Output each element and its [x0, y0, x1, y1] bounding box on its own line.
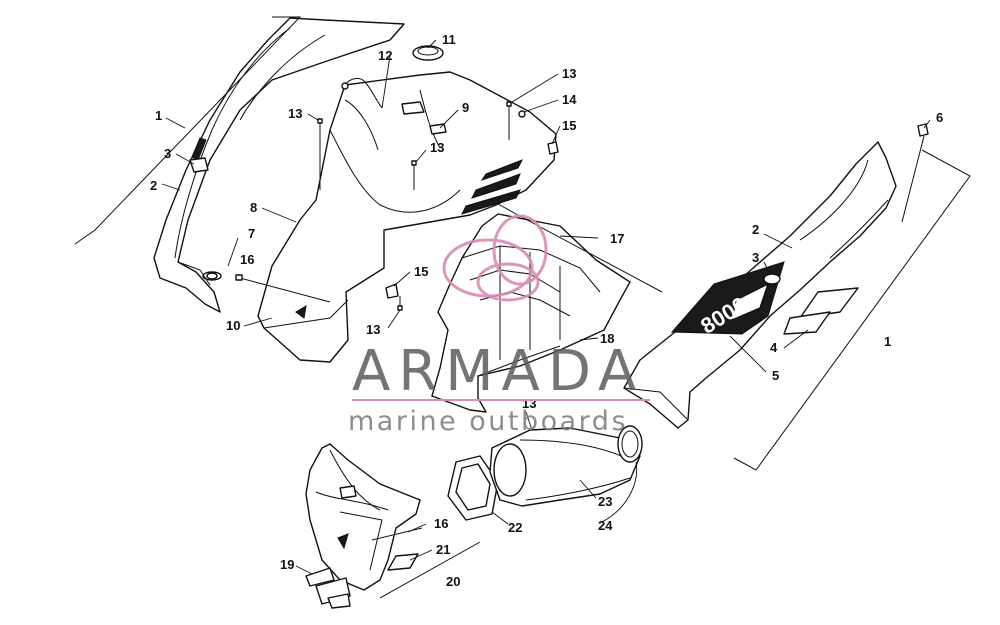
clip-15-b [385, 283, 399, 299]
callout-20: 20 [446, 574, 460, 589]
screw-13-b [506, 101, 512, 140]
decal-21 [387, 553, 419, 571]
upper-hood [257, 71, 557, 363]
gasket-11 [412, 45, 444, 61]
watermark-logo-mark [442, 214, 548, 302]
callout-13: 13 [366, 322, 380, 337]
screw-13-c [411, 160, 417, 190]
callout-3: 3 [164, 146, 171, 161]
callout-1: 1 [884, 334, 891, 349]
callout-1: 1 [155, 108, 162, 123]
callout-3: 3 [752, 250, 759, 265]
pin-16-a-head [235, 274, 243, 281]
seal-22 [447, 455, 499, 521]
right-side-panel [623, 141, 897, 429]
callout-21: 21 [436, 542, 450, 557]
air-duct-23 [489, 427, 641, 507]
callout-13: 13 [288, 106, 302, 121]
callouts: 1 1 2 2 3 3 4 5 6 7 8 9 10 11 12 13 13 1… [150, 32, 943, 589]
clip-15-a [547, 141, 559, 155]
fasteners-19 [305, 567, 351, 609]
callout-13: 13 [430, 140, 444, 155]
watermark-tagline: marine outboards [348, 406, 628, 437]
nose-bracket [379, 541, 481, 599]
watermark-brand: ARMADA [352, 339, 644, 404]
lower-nose-piece [305, 443, 421, 591]
pin-16-b [371, 527, 423, 541]
intake-bracket [497, 203, 663, 293]
callout-2: 2 [752, 222, 759, 237]
screw-13-a [317, 118, 323, 190]
callout-10: 10 [226, 318, 240, 333]
callout-2: 2 [150, 178, 157, 193]
callout-9: 9 [462, 100, 469, 115]
callout-19: 19 [280, 557, 294, 572]
callout-8: 8 [250, 200, 257, 215]
callout-13: 13 [562, 66, 576, 81]
callout-15: 15 [414, 264, 428, 279]
callout-14: 14 [562, 92, 577, 107]
callout-16: 16 [434, 516, 448, 531]
grommet-7 [206, 272, 218, 280]
screw-6 [901, 123, 929, 223]
callout-17: 17 [610, 231, 624, 246]
callout-16: 16 [240, 252, 254, 267]
callout-7: 7 [248, 226, 255, 241]
callout-11: 11 [442, 32, 456, 47]
cable-12 [341, 77, 383, 109]
pin-16-a [239, 277, 331, 303]
callout-24: 24 [598, 518, 613, 533]
callout-22: 22 [508, 520, 522, 535]
callout-4: 4 [770, 340, 778, 355]
right-panel-bracket [733, 149, 971, 471]
clamp-24 [617, 425, 643, 463]
callout-12: 12 [378, 48, 392, 63]
callout-6: 6 [936, 110, 943, 125]
callout-5: 5 [772, 368, 779, 383]
callout-18: 18 [600, 331, 614, 346]
callout-15: 15 [562, 118, 576, 133]
left-panel-bracket [74, 16, 302, 245]
washer-14 [518, 110, 526, 118]
leader-lines [161, 39, 931, 575]
screw-13-d [397, 296, 403, 311]
callout-23: 23 [598, 494, 612, 509]
watermark: ARMADA marine outboards [348, 214, 650, 437]
